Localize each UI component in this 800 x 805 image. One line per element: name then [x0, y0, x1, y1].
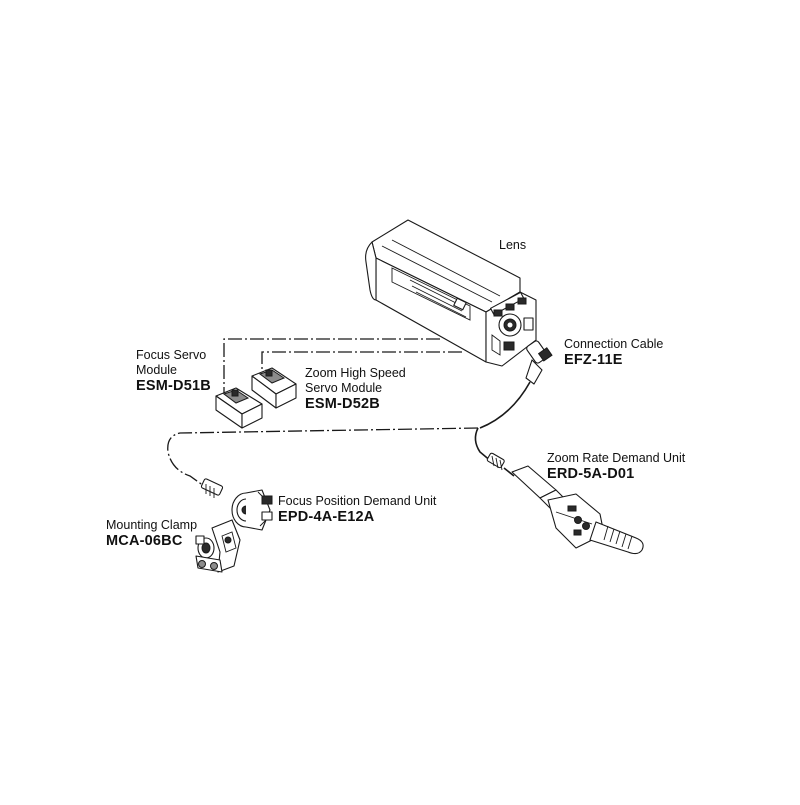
focus-servo-link-line [223, 338, 440, 393]
zoom-servo-name-line1: Zoom High Speed [305, 366, 406, 380]
zoom-servo-label: Zoom High Speed Servo Module ESM-D52B [305, 366, 406, 413]
focus-demand-link-line [167, 427, 479, 487]
focus-servo-label: Focus Servo Module ESM-D51B [136, 348, 211, 395]
zoom-demand-illustration [486, 452, 644, 555]
focus-demand-code: EPD-4A-E12A [278, 508, 375, 525]
focus-servo-name-line2: Module [136, 362, 177, 377]
connection-cable-label: Connection Cable EFZ-11E [564, 337, 663, 369]
focus-servo-name-line1: Focus Servo [136, 348, 207, 362]
zoom-demand-cable [474, 427, 493, 463]
zoom-demand-name: Zoom Rate Demand Unit [547, 451, 686, 465]
zoom-servo-link-line [261, 351, 462, 372]
lens-name: Lens [499, 238, 527, 252]
focus-demand-illustration [200, 478, 273, 531]
connection-cable-illustration [479, 340, 553, 429]
lens-illustration [365, 219, 537, 367]
mounting-clamp-illustration [195, 519, 241, 573]
focus-servo-illustration [215, 387, 263, 429]
lens-label: Lens [499, 238, 526, 253]
clamp-name: Mounting Clamp [106, 518, 198, 532]
zoom-servo-code: ESM-D52B [305, 395, 380, 412]
clamp-label: Mounting Clamp MCA-06BC [106, 518, 197, 550]
focus-servo-code: ESM-D51B [136, 377, 211, 394]
zoom-servo-name-line2: Servo Module [305, 380, 383, 395]
clamp-code: MCA-06BC [106, 532, 183, 549]
connection-cable-name: Connection Cable [564, 337, 664, 351]
connection-cable-code: EFZ-11E [564, 351, 623, 368]
zoom-demand-label: Zoom Rate Demand Unit ERD-5A-D01 [547, 451, 685, 483]
zoom-servo-illustration [251, 367, 297, 409]
focus-demand-label: Focus Position Demand Unit EPD-4A-E12A [278, 494, 436, 526]
zoom-demand-code: ERD-5A-D01 [547, 465, 635, 482]
focus-demand-name: Focus Position Demand Unit [278, 494, 437, 508]
